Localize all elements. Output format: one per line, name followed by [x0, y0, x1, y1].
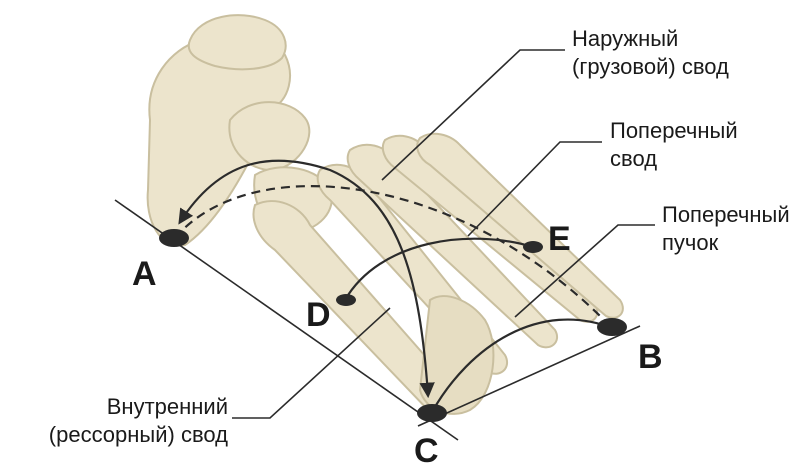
point-a-label: A [132, 255, 157, 293]
outer-arch-label-line2: (грузовой) свод [572, 54, 729, 79]
transverse-bundle-label-line2: пучок [662, 230, 719, 255]
transverse-arch-label-line1: Поперечный [610, 118, 738, 143]
inner-arch-label-line1: Внутренний [107, 394, 228, 419]
foot-skeleton-illustration [148, 15, 623, 414]
transverse-bundle-label-line1: Поперечный [662, 202, 790, 227]
point-b-marker [597, 318, 627, 336]
point-d-marker [336, 294, 356, 306]
point-c-marker [417, 404, 447, 422]
outer-arch-label-line1: Наружный [572, 26, 678, 51]
talus-bone [189, 15, 286, 69]
point-a-marker [159, 229, 189, 247]
point-b-label: B [638, 338, 663, 376]
point-e-marker [523, 241, 543, 253]
inner-arch-label-line2: (рессорный) свод [49, 422, 228, 447]
transverse-arch-label-line2: свод [610, 146, 657, 171]
point-d-label: D [306, 296, 331, 334]
point-e-label: E [548, 220, 571, 258]
point-c-label: C [414, 432, 439, 466]
